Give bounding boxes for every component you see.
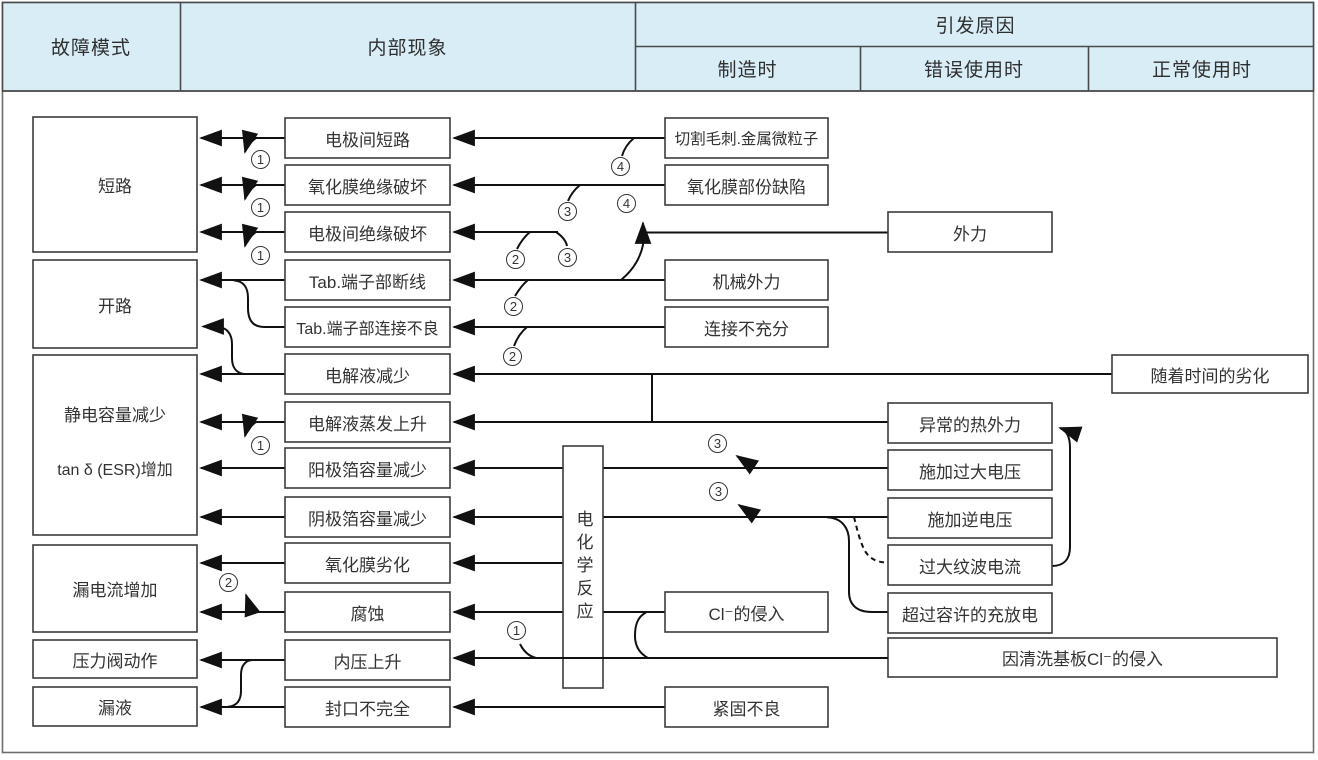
branch-curve <box>620 221 652 281</box>
hook-curve <box>241 176 259 201</box>
box-mis4 <box>887 497 1053 539</box>
hook-curve <box>555 231 568 247</box>
box-p3 <box>284 211 451 253</box>
box-p7 <box>284 401 451 443</box>
box-electrochemical-reaction <box>562 445 604 689</box>
hook-curve <box>516 231 531 250</box>
hook-curve <box>514 279 529 297</box>
box-p8 <box>284 447 451 489</box>
hook-curve <box>737 503 762 524</box>
box-p2 <box>284 164 451 206</box>
box-p5 <box>284 306 451 348</box>
box-liquid-leak <box>32 686 198 727</box>
box-p12 <box>284 639 451 681</box>
dashed-curve <box>853 516 889 564</box>
box-p4 <box>284 259 451 301</box>
hook-curve <box>519 643 537 659</box>
box-mfg4 <box>664 306 829 348</box>
hook-curve <box>567 184 581 202</box>
hook-curve <box>241 129 259 154</box>
hook-curve <box>241 413 259 438</box>
box-p11 <box>284 591 451 633</box>
feedback-curve <box>1051 426 1083 567</box>
box-normal1 <box>1111 354 1309 394</box>
merge-curve <box>826 516 888 613</box>
branch-curve <box>633 611 649 659</box>
box-mis6 <box>887 592 1053 634</box>
box-mfg6 <box>664 686 829 728</box>
boxes <box>32 116 1309 728</box>
flow-lines <box>199 129 1112 716</box>
box-mfg5 <box>664 591 829 633</box>
box-mis3 <box>887 449 1053 491</box>
hook-curve <box>241 223 259 248</box>
merge-curve <box>233 279 285 328</box>
branch-curve <box>201 318 245 375</box>
box-mis1 <box>887 211 1053 253</box>
box-pressure-valve <box>32 639 198 679</box>
box-capacitance-decrease <box>32 354 198 536</box>
box-short-circuit <box>32 116 198 253</box>
box-p9 <box>284 496 451 538</box>
box-mfg2 <box>664 164 829 206</box>
box-bottom-wide <box>887 637 1278 678</box>
hook-curve <box>735 454 760 475</box>
flow-lines-top <box>452 611 888 667</box>
hook-curve <box>244 593 261 618</box>
box-p10 <box>284 542 451 584</box>
hook-curve <box>513 326 528 347</box>
box-open-circuit <box>32 259 198 349</box>
box-mis5 <box>887 544 1053 586</box>
box-p13 <box>284 686 451 728</box>
box-mfg3 <box>664 259 829 301</box>
box-leakage-current <box>32 544 198 633</box>
header-band <box>1 1 1315 92</box>
box-p6 <box>284 353 451 395</box>
box-p1 <box>284 117 451 159</box>
hook-curve <box>621 137 635 157</box>
box-mis2 <box>887 402 1053 444</box>
box-mfg1 <box>664 117 829 159</box>
branch-curve <box>227 659 254 708</box>
